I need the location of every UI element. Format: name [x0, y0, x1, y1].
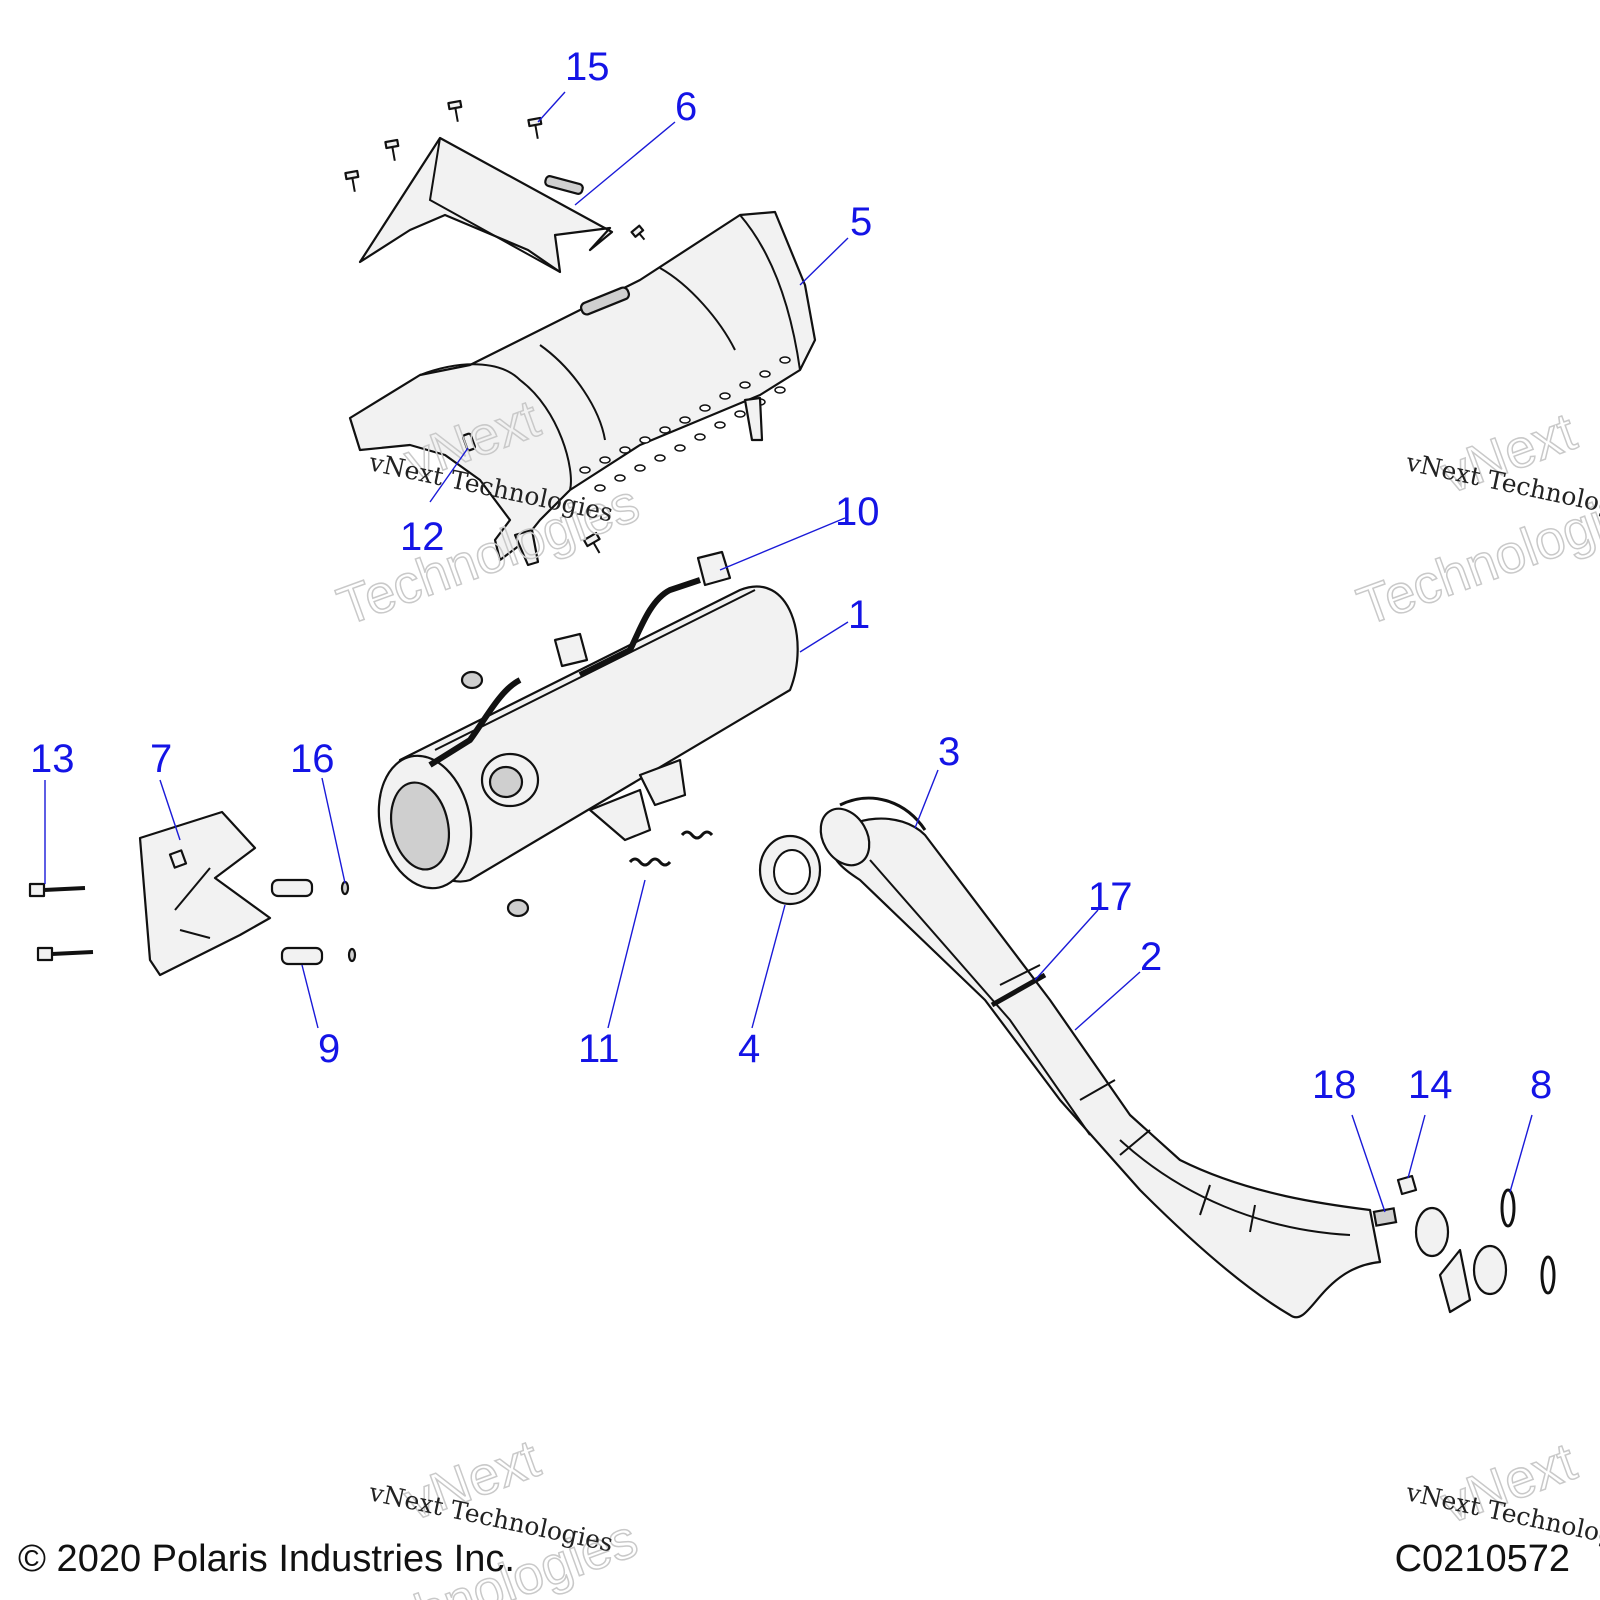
copyright-text: © 2020 Polaris Industries Inc. — [18, 1538, 515, 1580]
part-5-heat-shield — [348, 210, 817, 567]
part-6-bracket — [358, 136, 614, 274]
leader-lines — [44, 91, 1533, 1213]
callout-17: 17 — [1088, 875, 1133, 919]
callout-11: 11 — [578, 1027, 620, 1071]
callout-12: 12 — [400, 515, 445, 559]
callout-15: 15 — [565, 45, 610, 89]
part-8-gaskets — [1500, 1188, 1556, 1295]
grommets — [460, 670, 530, 918]
part-15-screws — [344, 99, 646, 241]
callout-18: 18 — [1312, 1063, 1357, 1107]
callout-4: 4 — [738, 1027, 760, 1071]
figure-code: C0210572 — [1394, 1538, 1570, 1580]
callouts: 15 6 5 10 1 12 13 7 16 9 11 4 3 17 2 18 … — [30, 45, 1552, 1107]
callout-2: 2 — [1140, 935, 1162, 979]
callout-10: 10 — [835, 490, 880, 534]
callout-5: 5 — [850, 200, 872, 244]
callout-14: 14 — [1408, 1063, 1453, 1107]
part-13-bolts — [28, 882, 94, 962]
callout-8: 8 — [1530, 1063, 1552, 1107]
part-16-washers — [340, 880, 357, 963]
watermark-group: vNext Technologies vNext Technologies vN… — [327, 388, 1600, 1600]
part-11-springs — [628, 830, 714, 867]
callout-13: 13 — [30, 737, 75, 781]
callout-7: 7 — [150, 737, 172, 781]
part-1-muffler — [377, 577, 799, 890]
callout-6: 6 — [675, 85, 697, 129]
part-9-spacers — [270, 878, 324, 966]
part-12-clip — [461, 432, 477, 452]
callout-1: 1 — [848, 593, 870, 637]
part-17-band-clamp — [990, 972, 1047, 1008]
part-3-clamp — [819, 796, 927, 867]
part-2-exhaust-pipe — [828, 817, 1382, 1319]
part-10-isolators — [553, 550, 732, 668]
shield-screw — [582, 531, 601, 554]
part-14-nut — [1396, 1174, 1418, 1196]
callout-16: 16 — [290, 737, 335, 781]
part-4-gasket — [758, 834, 822, 906]
callout-9: 9 — [318, 1027, 340, 1071]
outlet-flanges — [1414, 1206, 1508, 1314]
part-7-plate — [138, 810, 272, 977]
callout-3: 3 — [938, 730, 960, 774]
